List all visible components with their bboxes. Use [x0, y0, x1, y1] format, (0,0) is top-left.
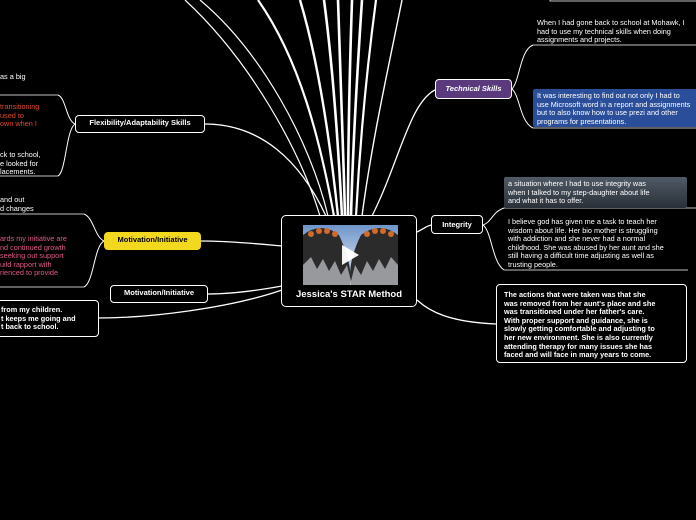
topic-integrity[interactable]: Integrity [431, 215, 483, 234]
technical-note-2-box[interactable]: It was interesting to find out not only … [533, 89, 696, 127]
central-topic[interactable]: Jessica's STAR Method [281, 215, 417, 307]
play-icon[interactable] [342, 245, 359, 265]
integrity-note-2: I believe god has given me a task to tea… [508, 217, 664, 269]
thumbnail-artwork [303, 228, 398, 285]
technical-note-1: When I had gone back to school at Mohawk… [537, 18, 685, 45]
topic-flexibility[interactable]: Flexibility/Adaptability Skills [75, 115, 205, 133]
technical-note-2: It was interesting to find out not only … [537, 91, 691, 126]
topic-technical-skills[interactable]: Technical Skills [435, 79, 512, 99]
motivation-note-1: and out d changes [0, 195, 34, 213]
result-note[interactable]: The actions that were taken was that she… [496, 284, 687, 363]
motivation-note-2: ards my initiative are nd continued grow… [0, 234, 67, 278]
topic-motivation-highlighted[interactable]: Motivation/Initiative [104, 232, 201, 250]
children-note[interactable]: from my children. t keeps me going and t… [0, 300, 99, 337]
flexibility-note-2: transitioning used to own when I [0, 102, 40, 129]
video-thumbnail[interactable] [303, 225, 398, 285]
topic-motivation[interactable]: Motivation/Initiative [110, 285, 208, 303]
central-title: Jessica's STAR Method [295, 289, 403, 300]
integrity-note-1: a situation where I had to use integrity… [508, 179, 650, 206]
flexibility-note-3: ck to school, e looked for lacements. [0, 150, 41, 177]
integrity-note-1-box[interactable]: a situation where I had to use integrity… [504, 177, 687, 208]
flexibility-note-1: as a big [0, 72, 26, 81]
